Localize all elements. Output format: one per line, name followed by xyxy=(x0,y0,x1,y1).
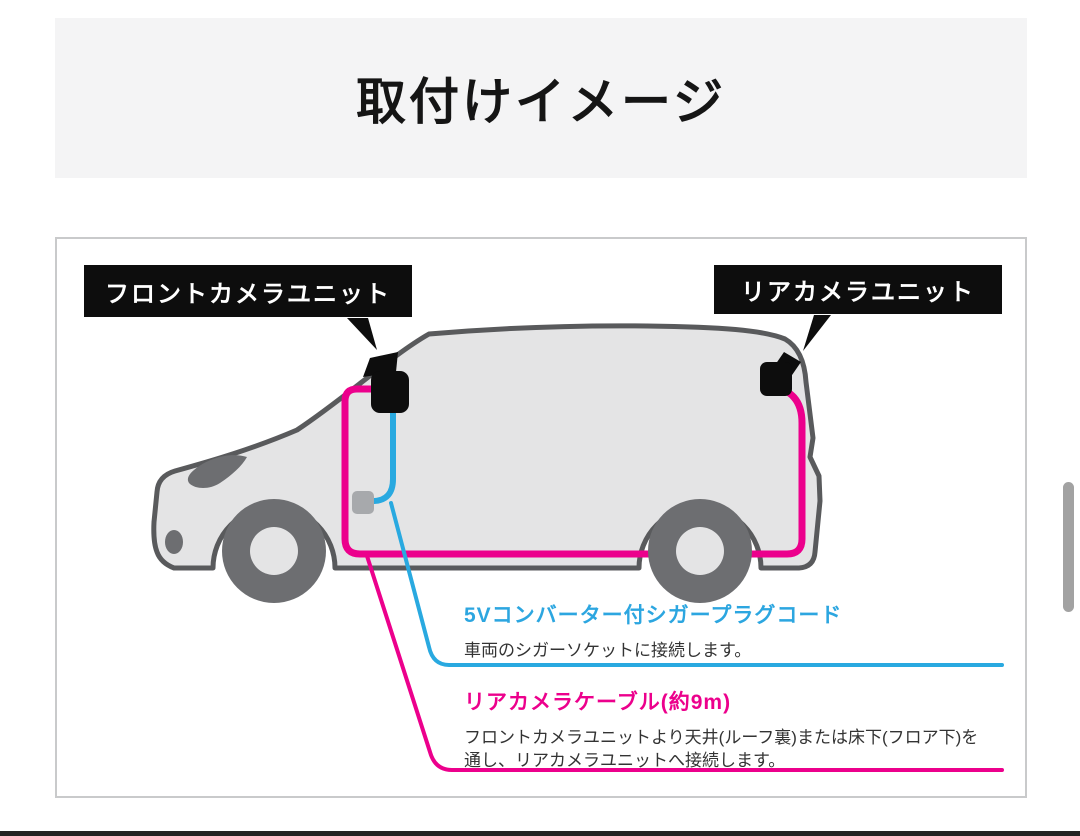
front-camera-icon xyxy=(363,352,409,413)
cigar-plug-cable-line xyxy=(371,406,396,504)
van-body xyxy=(151,323,823,571)
foglight-icon xyxy=(165,530,183,554)
rear-cable-description-line1: フロントカメラユニットより天井(ルーフ裏)または床下(フロア下)を xyxy=(464,728,979,747)
front-wheel xyxy=(222,499,326,603)
bottom-divider xyxy=(0,831,1080,836)
rear-camera-icon xyxy=(760,352,801,396)
page-title: 取付けイメージ xyxy=(356,74,726,130)
van-illustration xyxy=(151,315,1004,772)
cigar-cord-title: 5Vコンバーター付シガープラグコード xyxy=(464,604,843,627)
blue-leader-line xyxy=(389,501,1004,667)
cigar-cord-description: 車両のシガーソケットに接続します。 xyxy=(464,641,752,660)
cigar-socket-icon xyxy=(352,491,374,514)
rear-cable-description-line2: 通し、リアカメラユニットへ接続します。 xyxy=(464,751,786,770)
front-label-pointer xyxy=(347,318,377,350)
rear-cable-title: リアカメラケーブル(約9m) xyxy=(464,691,732,714)
headlight-icon xyxy=(187,455,247,488)
title-panel: 取付けイメージ xyxy=(55,18,1027,178)
rear-label-pointer xyxy=(803,315,831,351)
pink-leader-line xyxy=(365,554,1004,772)
front-camera-label: フロントカメラユニット xyxy=(84,265,412,317)
cigar-cord-callout: 5Vコンバーター付シガープラグコード 車両のシガーソケットに接続します。 xyxy=(464,599,842,662)
rear-cable-callout: リアカメラケーブル(約9m) フロントカメラユニットより天井(ルーフ裏)または床… xyxy=(464,686,978,772)
rear-wheel xyxy=(648,499,752,603)
rear-cable-description: フロントカメラユニットより天井(ルーフ裏)または床下(フロア下)を 通し、リアカ… xyxy=(464,726,978,772)
front-camera-label-text: フロントカメラユニット xyxy=(105,280,391,308)
rear-camera-label: リアカメラユニット xyxy=(714,265,1002,314)
rear-camera-cable-line xyxy=(341,381,806,558)
installation-diagram-panel: フロントカメラユニット リアカメラユニット 5Vコンバーター付シガープラグコード… xyxy=(55,237,1027,798)
rear-camera-label-text: リアカメラユニット xyxy=(741,279,975,306)
scrollbar-thumb[interactable] xyxy=(1063,482,1074,612)
